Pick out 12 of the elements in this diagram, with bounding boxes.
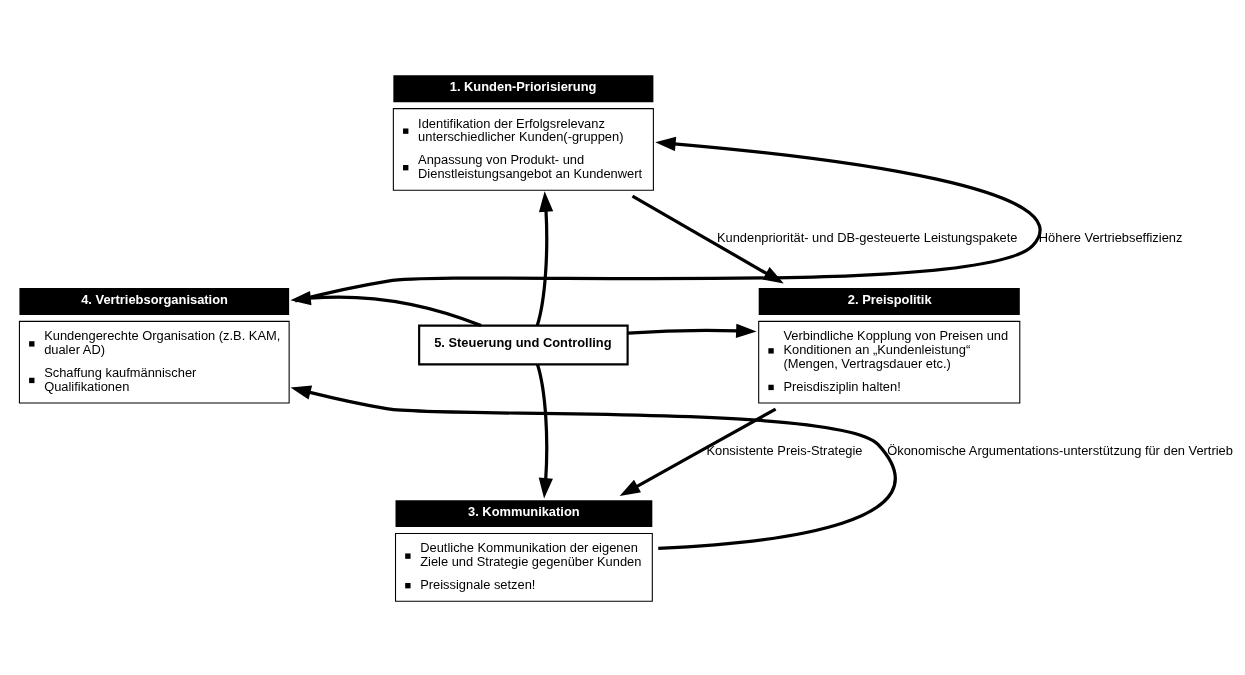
edge-label: Höhere Vertriebseffizienz <box>1038 229 1183 245</box>
arrow <box>619 407 777 496</box>
arrow <box>290 290 482 327</box>
arrow <box>627 323 757 338</box>
edge-label: Kundenpriorität- und DB-gesteuerte Leistungspakete <box>716 229 1018 245</box>
arrow <box>535 190 554 326</box>
node-box: 5. Steuerung und Controlling <box>418 324 629 365</box>
arrow <box>290 385 897 550</box>
edge-label: Ökonomische Argumentations-unterstützung für den Vertrieb <box>887 442 1233 458</box>
arrow <box>535 363 553 498</box>
edge-label: Konsistente Preis-Strategie <box>706 442 863 458</box>
arrow <box>294 136 1042 302</box>
